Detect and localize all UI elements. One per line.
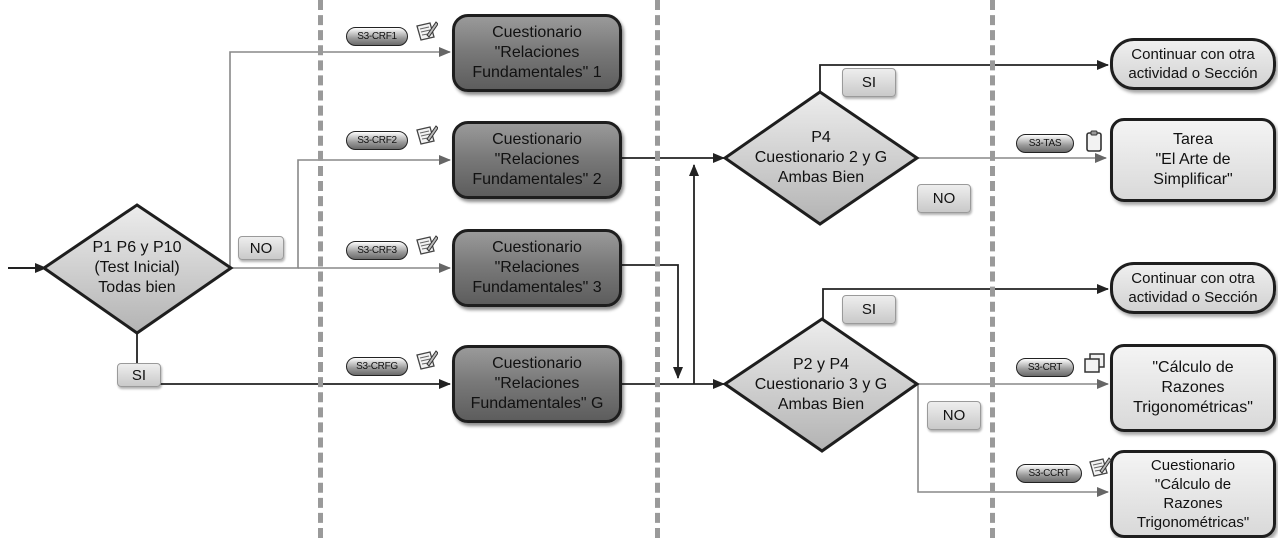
quiz-relaciones-3[interactable]: Cuestionario "Relaciones Fundamentales" … xyxy=(452,229,622,307)
quiz-icon[interactable] xyxy=(1087,456,1111,478)
continue-activity-2[interactable]: Continuar con otra actividad o Sección xyxy=(1110,262,1276,314)
decision3-no-connector-2 xyxy=(917,384,1109,497)
quiz-icon[interactable] xyxy=(414,20,438,42)
decision-initial-test-label: P1 P6 y P10 (Test Inicial) Todas bien xyxy=(92,239,182,296)
resource-tag[interactable]: S3-CRFG xyxy=(346,357,408,376)
no-branch-connectors xyxy=(229,47,451,273)
resource-tag[interactable]: S3-CRF3 xyxy=(346,241,408,260)
quiz-to-decision-connectors xyxy=(622,153,725,389)
lane-divider xyxy=(990,0,995,538)
quiz-relaciones-1[interactable]: Cuestionario "Relaciones Fundamentales" … xyxy=(452,14,622,92)
resource-tag[interactable]: S3-TAS xyxy=(1016,134,1074,153)
resource-tag[interactable]: S3-CRF2 xyxy=(346,131,408,150)
quiz-icon[interactable] xyxy=(414,349,438,371)
edge-label-si: SI xyxy=(842,68,896,97)
resource-tag[interactable]: S3-CCRT xyxy=(1016,464,1082,483)
edge-label-no: NO xyxy=(927,401,981,430)
edge-label-si: SI xyxy=(842,295,896,324)
edge-label-no: NO xyxy=(917,184,971,213)
resource-tag[interactable]: S3-CRT xyxy=(1016,358,1074,377)
quiz-icon[interactable] xyxy=(414,234,438,256)
lane-divider xyxy=(655,0,660,538)
decision-quiz-3-g-label: P2 y P4 Cuestionario 3 y G Ambas Bien xyxy=(754,356,888,413)
quiz-calculo-razones-trigonometricas[interactable]: Cuestionario "Cálculo de Razones Trigono… xyxy=(1110,450,1276,538)
decision-quiz-3-g xyxy=(722,317,920,453)
clipboard-icon[interactable] xyxy=(1082,130,1106,152)
decision-initial-test xyxy=(41,203,234,335)
decision3-si-connector xyxy=(822,284,1109,320)
quiz-icon[interactable] xyxy=(414,124,438,146)
resource-tag[interactable]: S3-CRF1 xyxy=(346,27,408,46)
decision-quiz-2-g-label: P4 Cuestionario 2 y G Ambas Bien xyxy=(754,129,888,186)
continue-activity-1[interactable]: Continuar con otra actividad o Sección xyxy=(1110,38,1276,90)
task-el-arte-de-simplificar[interactable]: Tarea "El Arte de Simplificar" xyxy=(1110,118,1276,202)
calculo-razones-trigonometricas[interactable]: "Cálculo de Razones Trigonométricas" xyxy=(1110,344,1276,432)
pages-icon[interactable] xyxy=(1082,352,1106,374)
decision2-si-connector xyxy=(819,60,1109,92)
edge-label-no: NO xyxy=(238,236,284,260)
decision-quiz-2-g xyxy=(722,90,920,226)
lane-divider xyxy=(318,0,323,538)
quiz-relaciones-2[interactable]: Cuestionario "Relaciones Fundamentales" … xyxy=(452,121,622,199)
quiz-relaciones-g[interactable]: Cuestionario "Relaciones Fundamentales" … xyxy=(452,345,622,423)
edge-label-si: SI xyxy=(117,363,161,387)
